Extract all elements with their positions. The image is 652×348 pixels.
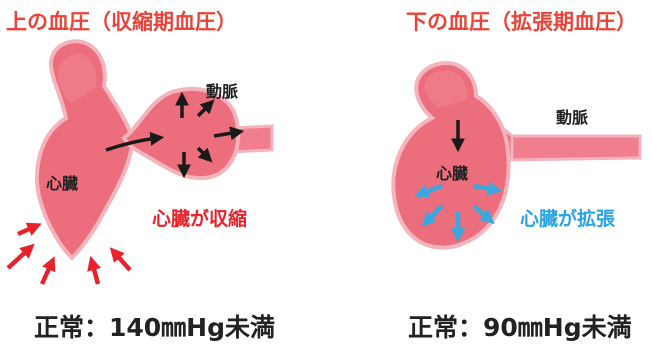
pressure-arrow-downright (196, 146, 213, 163)
left-atrium (57, 53, 97, 104)
right-heart (391, 60, 511, 250)
systolic-title: 上の血圧（収縮期血圧） (6, 10, 237, 34)
left-artery-label: 動脈 (206, 82, 239, 101)
systolic-normal-range: 正常：140㎜Hg未満 (34, 313, 276, 342)
expand-label: 心臓が拡張 (520, 208, 616, 230)
contract-label: 心臓が収縮 (152, 208, 248, 230)
diastolic-normal-range: 正常：90㎜Hg未満 (408, 313, 632, 342)
right-artery-label: 動脈 (556, 108, 589, 127)
squeeze-arrow-5 (109, 247, 132, 272)
right-atrium (424, 70, 467, 108)
squeeze-arrow-3 (39, 256, 56, 285)
pressure-arrow-right (213, 126, 245, 141)
left-heart-label: 心臓 (46, 174, 79, 193)
pressure-arrow-upright (196, 99, 215, 118)
left-heart (35, 39, 135, 261)
flow-arrow (105, 131, 165, 152)
expand-arrow-downleft (421, 204, 444, 227)
left-heart-illustration (6, 39, 274, 285)
right-heart-label: 心臓 (436, 164, 469, 183)
squeeze-arrow-4 (87, 255, 102, 285)
expand-arrow-downright (472, 204, 495, 225)
right-heart-illustration (391, 60, 642, 250)
diastolic-title: 下の血圧（拡張期血圧） (406, 10, 637, 34)
squeeze-arrow-1 (6, 243, 35, 270)
expand-arrow-left (414, 183, 443, 198)
expand-arrow-right (473, 181, 503, 196)
right-artery-tube (506, 134, 642, 162)
squeeze-arrow-2 (17, 222, 42, 237)
